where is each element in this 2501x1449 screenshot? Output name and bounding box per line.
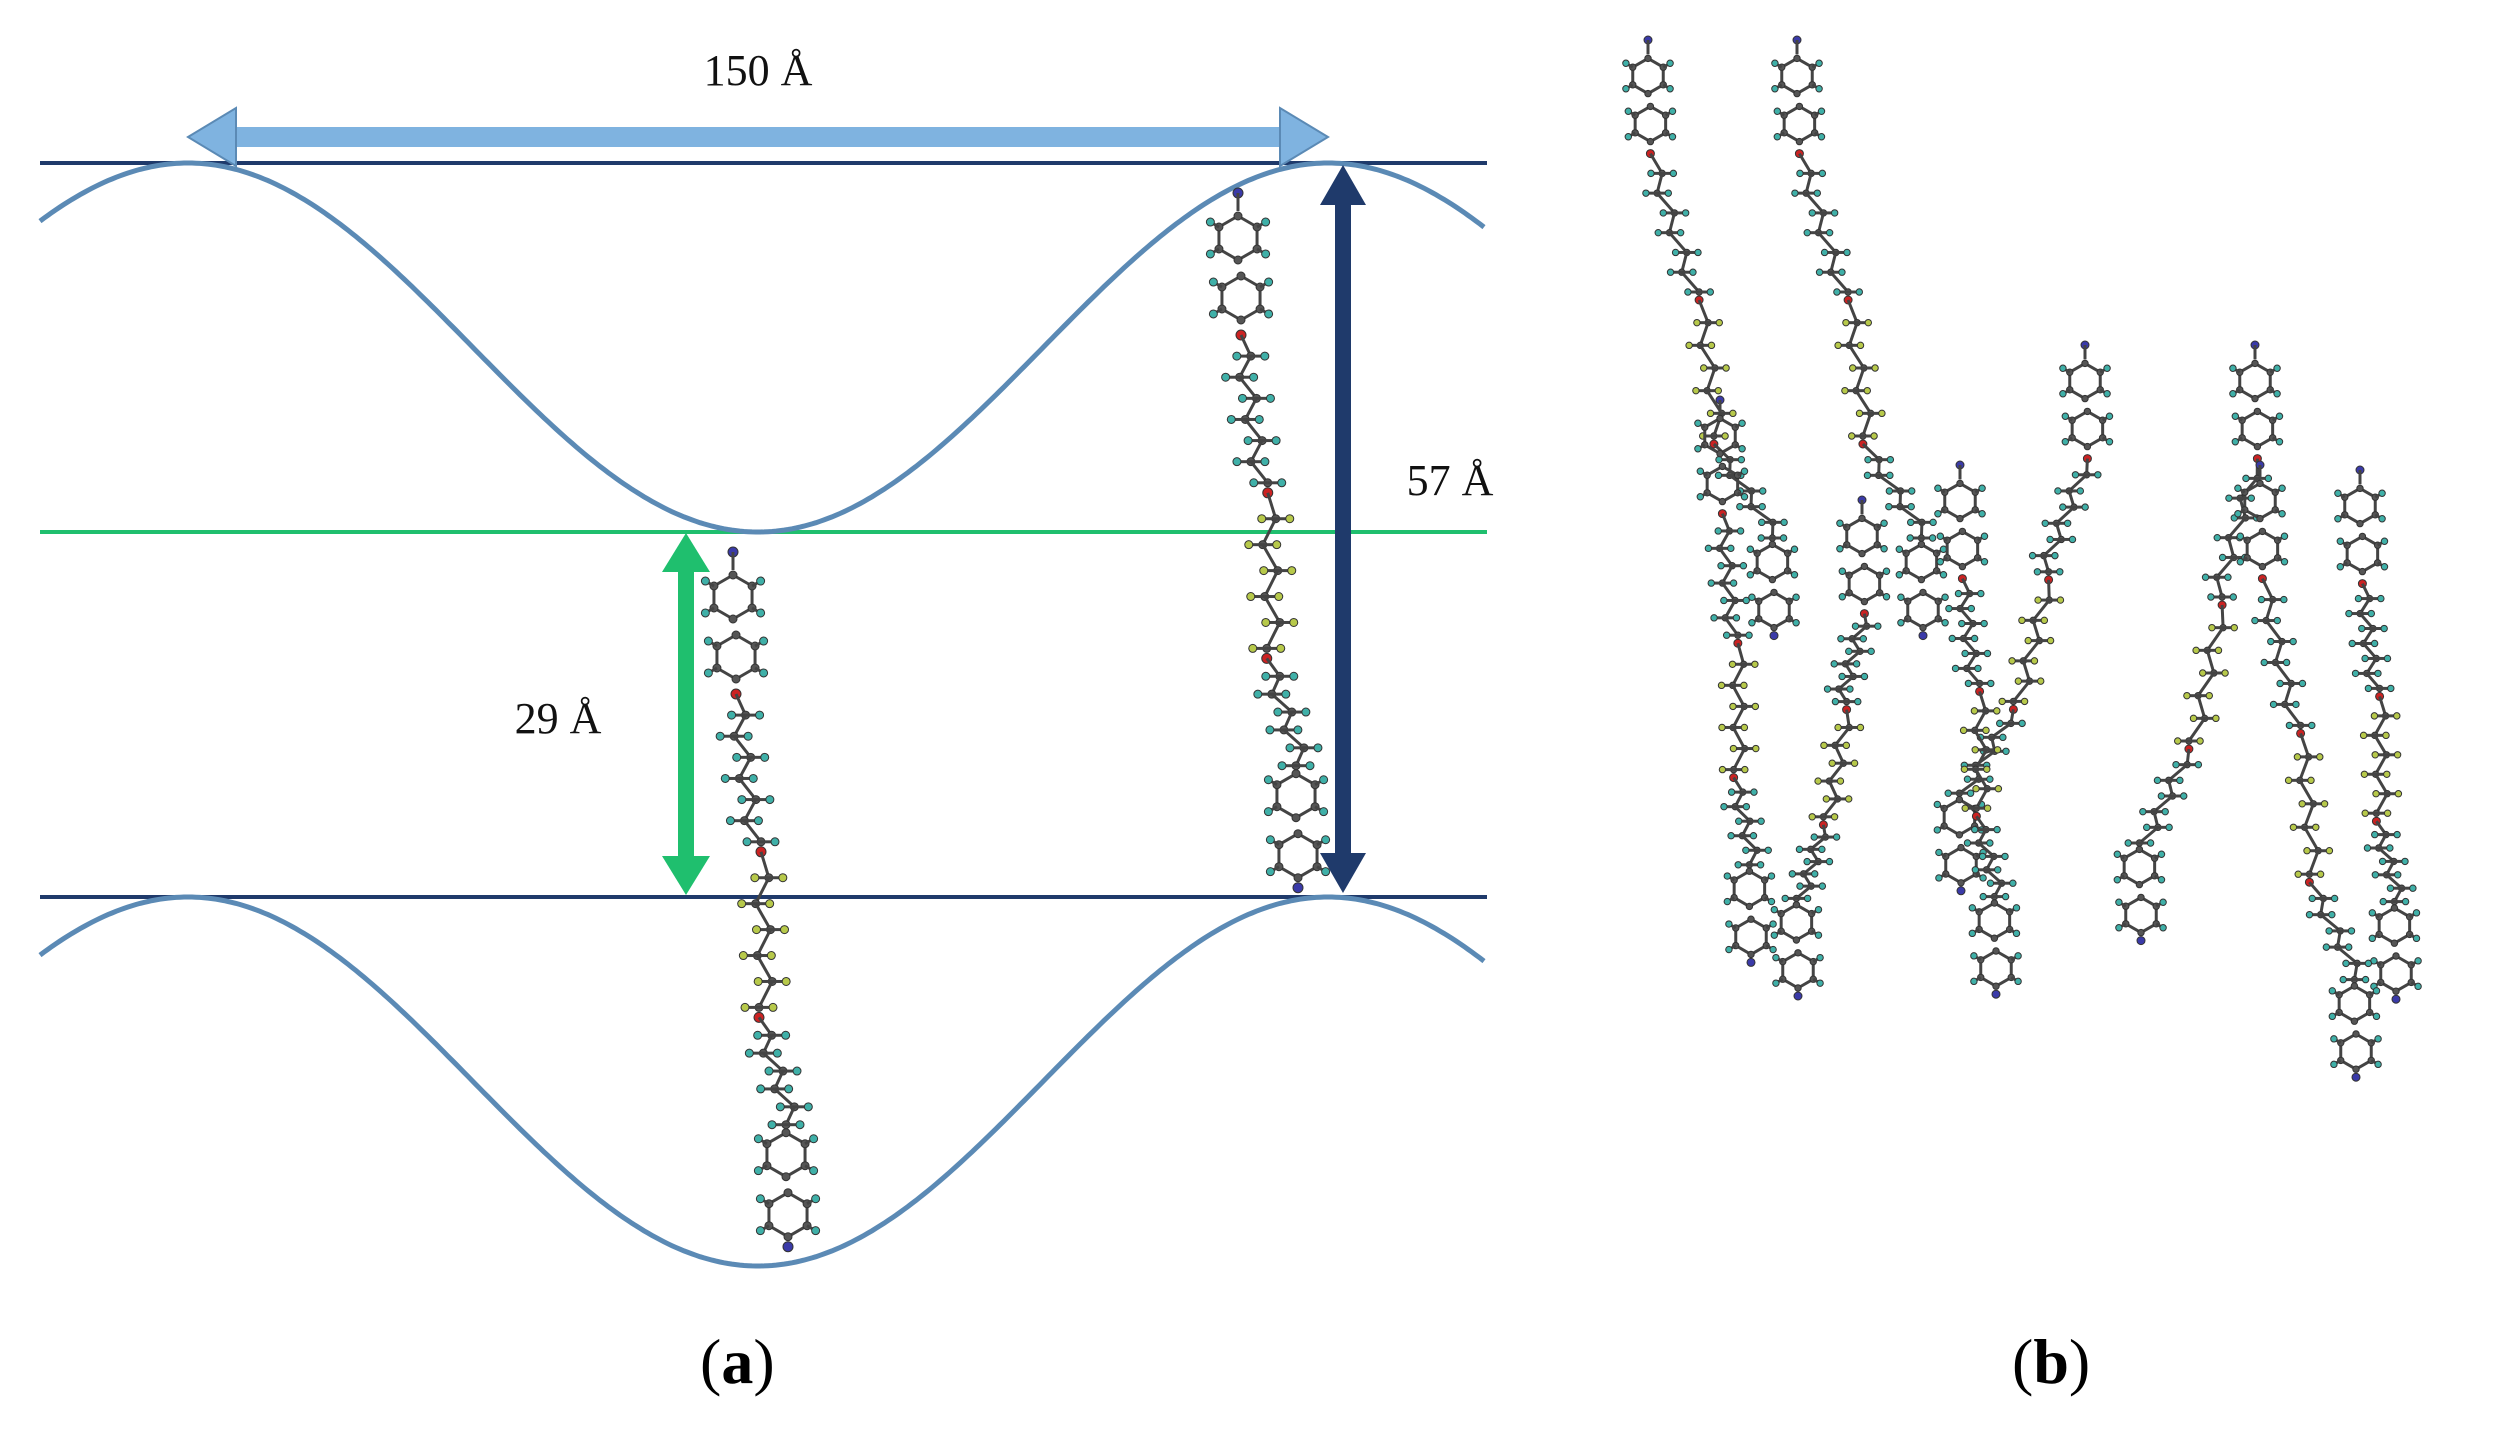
molecule-chain-right — [1205, 187, 1331, 894]
packed-molecule-3 — [1933, 340, 2114, 896]
panel-a-label: (a) — [700, 1326, 775, 1397]
packed-molecule-2 — [1771, 35, 1949, 641]
period-dimension-label: 150 Å — [704, 46, 813, 95]
half-layer-dimension-label: 29 Å — [515, 694, 602, 743]
packed-molecule-5 — [2334, 465, 2422, 1004]
packed-molecule-4 — [2113, 340, 2284, 946]
full-layer-dimension-label: 57 Å — [1407, 456, 1494, 505]
upper-sine-wave — [38, 160, 1486, 535]
panel-b-molecular-packing — [1622, 35, 2422, 1082]
packed-molecule-8 — [1770, 495, 1891, 1001]
full-layer-arrow — [1320, 165, 1366, 893]
packed-molecule-6 — [2234, 460, 2382, 1082]
molecule-chain-left — [700, 546, 821, 1253]
panel-a-diagram: 150 Å 57 Å 29 Å — [38, 46, 1494, 1269]
lower-sine-wave — [38, 894, 1486, 1269]
packed-molecule-7 — [1934, 460, 2022, 999]
packed-molecule-9 — [1694, 395, 1777, 967]
panel-b-label: (b) — [2012, 1326, 2091, 1397]
period-arrow — [186, 106, 1330, 168]
half-layer-arrow — [662, 533, 710, 895]
